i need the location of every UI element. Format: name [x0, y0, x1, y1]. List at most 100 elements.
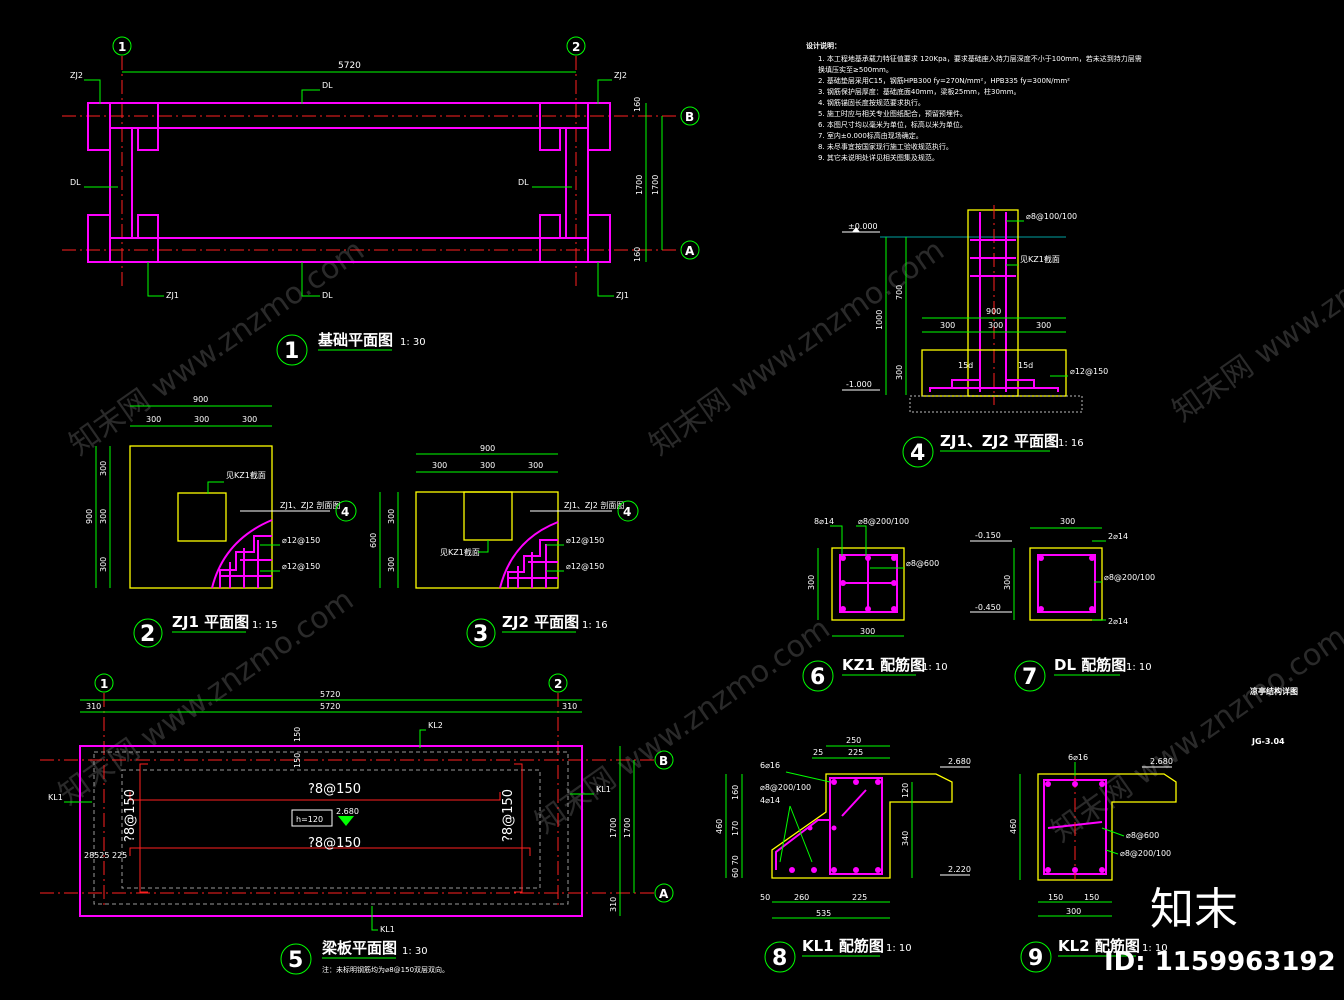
view-scale: 1: 30: [402, 946, 428, 957]
elev-top: 2.680: [948, 757, 971, 766]
rebar-inner: ⌀8@600: [906, 559, 939, 568]
rebar-bar: [129, 847, 531, 856]
dim-5720: 5720: [320, 690, 340, 699]
label-dl: DL: [70, 178, 81, 187]
section-bubble: [335, 500, 357, 522]
view-title: KZ1 配筋图: [842, 656, 925, 674]
rebar-hook: [951, 379, 980, 388]
rebar-grid: [507, 539, 558, 588]
label-zj2: ZJ2: [614, 71, 627, 80]
dim-225: 225: [852, 893, 867, 902]
dim-900: 900: [193, 395, 208, 404]
slab-inner-line: [121, 769, 541, 889]
axis-bubble-a: [654, 883, 674, 903]
view-number-circle: [1014, 660, 1046, 692]
label-zj2: ZJ2: [70, 71, 83, 80]
leader-line: [371, 906, 378, 931]
view-title: ZJ1 平面图: [172, 613, 249, 631]
rebar-dots: [1038, 555, 1095, 612]
asset-id: ID: 1159963192: [1104, 947, 1336, 977]
dim-5720: 5720: [338, 61, 361, 71]
notes-line: 4. 钢筋锚固长度按规范要求执行。: [818, 98, 925, 107]
view-number: 3: [473, 622, 488, 647]
dim-160: 160: [633, 97, 642, 112]
elev-bot: -1.000: [846, 380, 872, 389]
elev-top: -0.150: [975, 531, 1001, 540]
view-title: 基础平面图: [317, 331, 393, 349]
rebar-label: ⌀8@100/100: [1026, 212, 1077, 221]
stirrup: [829, 777, 883, 875]
leader-line: [419, 729, 426, 748]
beam-inner-line: [93, 751, 569, 905]
rebar-label: ⌀8@200/100: [1120, 849, 1171, 858]
elev: 2.680: [1150, 757, 1173, 766]
dim-120: 120: [901, 783, 910, 798]
slab-thickness: h=120: [296, 815, 323, 824]
dim-300: 300: [1003, 575, 1012, 590]
dim-300: 300: [387, 557, 396, 572]
notes-heading: 设计说明：: [806, 41, 841, 50]
rebar-dots: [840, 555, 897, 612]
beam-section: [1029, 547, 1103, 621]
rebar-label: ⌀12@150: [282, 536, 320, 545]
view-number: 7: [1022, 665, 1037, 690]
rebar-label: 4⌀14: [760, 796, 780, 805]
dim-300: 300: [940, 321, 955, 330]
view-number-circle: [902, 436, 934, 468]
dim-300: 300: [988, 321, 1003, 330]
leader-line: [301, 262, 320, 297]
section-num: 4: [623, 505, 631, 519]
dim-700: 700: [895, 285, 904, 300]
notes-line: 8. 未尽事宜按国家现行施工验收规范执行。: [818, 142, 953, 151]
rebar-bracket: [514, 763, 523, 893]
slab-thickness-box: [291, 809, 333, 827]
dim-1000: 1000: [875, 310, 884, 330]
view-number: 4: [910, 441, 925, 466]
axis-bubble-1: [112, 36, 132, 56]
rebar-cutout: [499, 521, 559, 589]
dim-300: 300: [194, 415, 209, 424]
view-scale: 1: 16: [582, 620, 608, 631]
view-number: 5: [288, 948, 303, 973]
leader-line: [147, 262, 164, 297]
notes-line: 9. 其它未说明处详见相关图集及规范。: [818, 153, 939, 162]
dim-250: 250: [846, 736, 861, 745]
leader-line: [84, 79, 101, 104]
view-8-kl1-section: 250 25 225 6⌀16 ⌀8@200/100 4⌀14 460 160 …: [715, 736, 971, 973]
view-1-foundation-plan: 1 2 B A 5720 160 1700 1700 160 ZJ2: [62, 36, 700, 366]
section-bubble: [617, 500, 639, 522]
axis-label-a: A: [685, 244, 695, 258]
axis-label-b: B: [685, 110, 694, 124]
column-section: [831, 547, 905, 621]
footing-zj2: [539, 102, 611, 151]
design-notes: 设计说明： 1. 本工程地基承载力特征值要求 120Kpa，要求基础座入持力层深…: [806, 41, 1142, 162]
dim-300: 300: [99, 461, 108, 476]
elev-bot: 2.220: [948, 865, 971, 874]
dim-50: 50: [760, 893, 770, 902]
view-title: DL 配筋图: [1054, 656, 1126, 674]
elev-top: ±0.000: [848, 222, 878, 231]
dim-900: 900: [85, 509, 94, 524]
view-scale: 1: 10: [1142, 943, 1168, 954]
view-number-circle: [133, 618, 163, 648]
view-scale: 1: 10: [922, 662, 948, 673]
view-number: 2: [140, 622, 155, 647]
leader-line: [789, 805, 813, 863]
rebar-stirrup: ⌀8@200/100: [858, 517, 909, 526]
blinding-layer: [909, 395, 1083, 413]
rebar-label: ?8@150: [123, 789, 138, 842]
view-5-beam-slab-plan: 1 2 B A 5720 5720 310 310 ?8@150 ?8@150 …: [40, 673, 674, 975]
dim-300: 300: [807, 575, 816, 590]
dim-15d: 15d: [958, 361, 973, 370]
rebar-label: ⌀12@150: [282, 562, 320, 571]
section-ref: ZJ1、ZJ2 剖面图: [280, 500, 340, 510]
dim-150: 150: [293, 753, 302, 768]
view-3-zj2-plan: 900 300 300 300 600 300 300 见KZ1截面 ZJ1、Z…: [369, 444, 639, 648]
stirrup: [1037, 554, 1096, 613]
rebar-label: ?8@150: [308, 782, 361, 797]
view-9-kl2-section: 6⌀16 2.680 ⌀8@600 ⌀8@200/100 460 150 150…: [1009, 753, 1177, 973]
view-number: 9: [1028, 946, 1043, 971]
elev-marker: [338, 816, 354, 826]
leader-line: [856, 525, 867, 556]
view-title: KL2 配筋图: [1058, 937, 1140, 955]
